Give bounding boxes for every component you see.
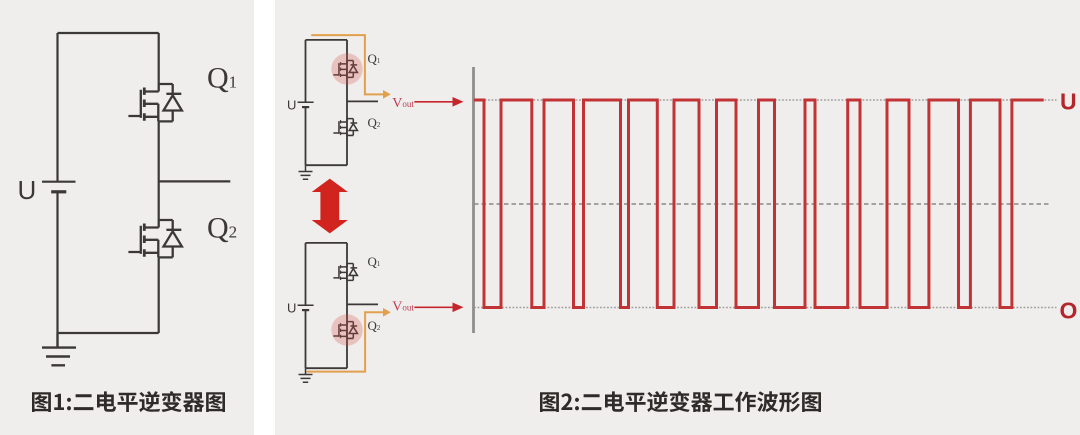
svg-text:U: U (287, 97, 296, 112)
svg-text:Vout: Vout (392, 96, 414, 111)
svg-text:O: O (1060, 297, 1078, 323)
svg-text:U: U (287, 300, 296, 315)
svg-text:U: U (1060, 88, 1077, 114)
svg-text:U: U (18, 175, 37, 205)
svg-text:Vout: Vout (392, 300, 414, 315)
